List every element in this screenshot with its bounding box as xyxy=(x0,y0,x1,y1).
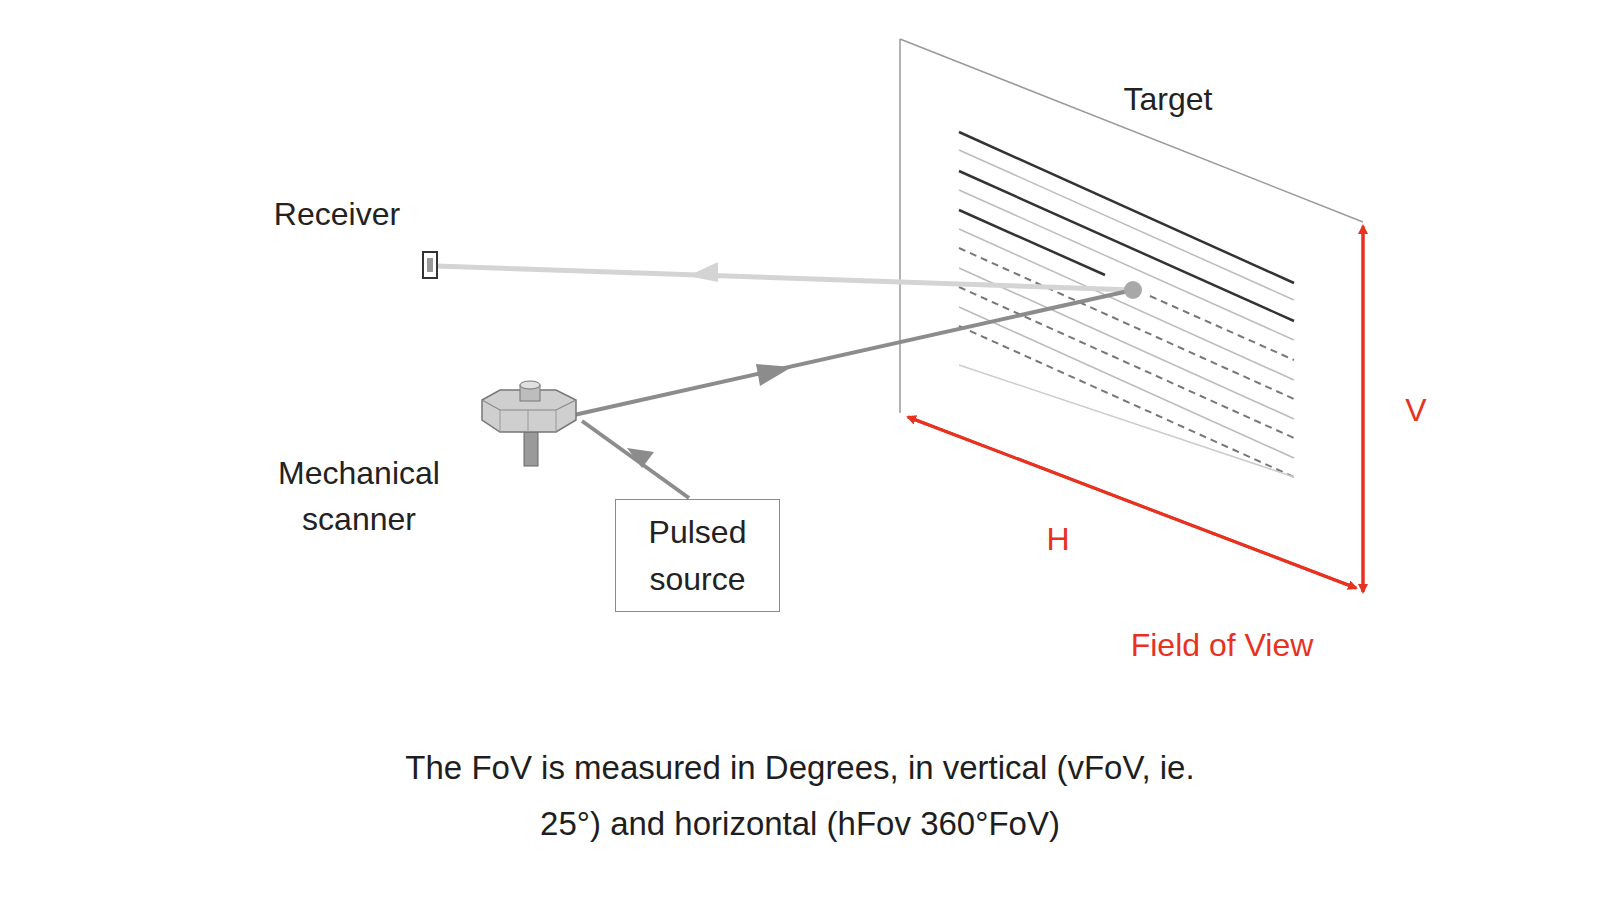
fov-label: Field of View xyxy=(1131,622,1314,668)
source-arrowhead xyxy=(627,448,654,468)
source-beam xyxy=(582,421,689,498)
target-plane xyxy=(900,39,1363,413)
receiver-icon xyxy=(423,252,437,278)
v-label: V xyxy=(1405,387,1426,433)
laser-beam xyxy=(574,290,1133,415)
scan-lines xyxy=(959,132,1294,477)
v-arrow xyxy=(1362,226,1365,592)
receiver-label: Receiver xyxy=(274,191,400,237)
return-beam xyxy=(436,266,1133,290)
scanner-icon xyxy=(482,381,576,466)
caption: The FoV is measured in Degrees, in verti… xyxy=(390,740,1210,852)
scanner-label: Mechanical scanner xyxy=(259,450,459,543)
process-box: Pulsed source xyxy=(615,499,780,612)
hit-point xyxy=(1124,281,1142,299)
return-arrowhead xyxy=(688,262,718,282)
h-arrow xyxy=(908,417,1356,588)
beam-arrowhead xyxy=(756,364,792,386)
box-text: Pulsed source xyxy=(633,509,763,602)
h-label: H xyxy=(1046,516,1069,562)
target-label: Target xyxy=(1124,76,1213,122)
receiver-icon xyxy=(427,258,433,272)
h-arrow xyxy=(908,417,1356,588)
